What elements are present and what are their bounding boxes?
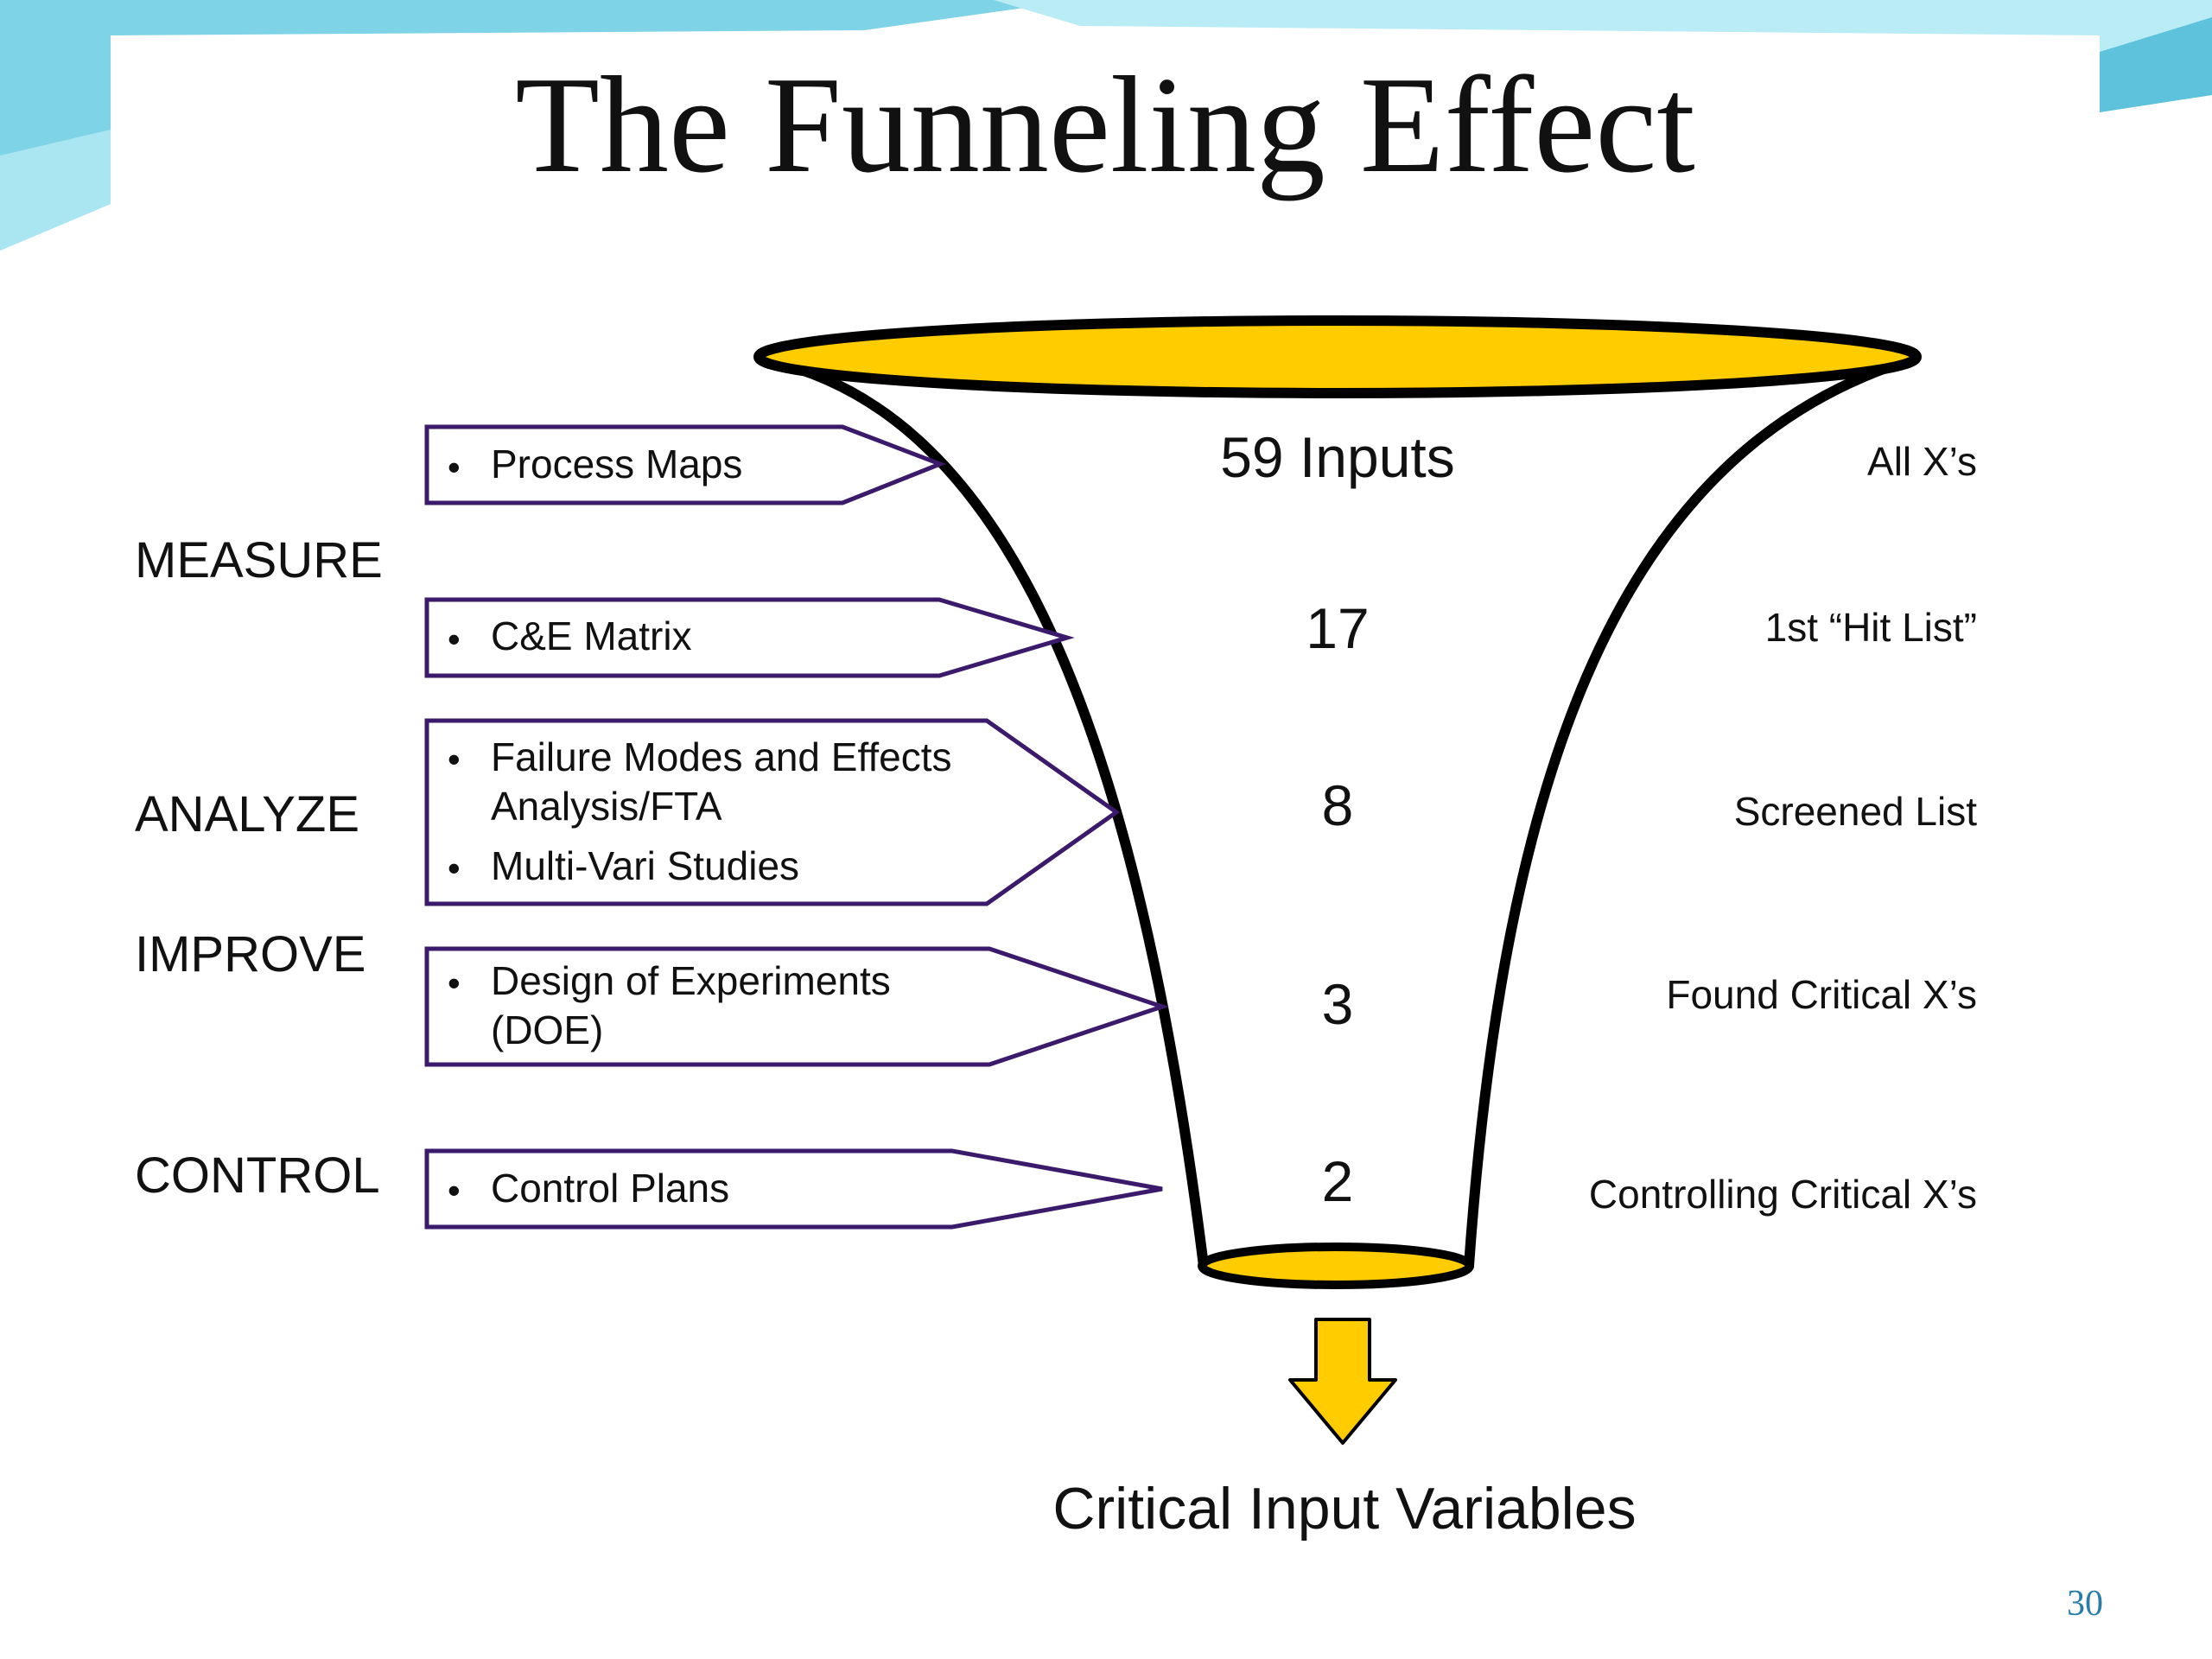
tool-text: Process Maps: [491, 442, 742, 486]
tool-text: Multi-Vari Studies: [491, 843, 799, 888]
title-band: [111, 35, 2100, 204]
bullet: •: [448, 619, 461, 659]
tool-arrow-box: [424, 946, 1169, 1067]
top-right-wave: [994, 0, 2212, 112]
tool-text: Failure Modes and Effects: [491, 734, 952, 779]
phase-label: IMPROVE: [135, 926, 366, 982]
tool-text: Analysis/FTA: [491, 784, 722, 829]
stage-label: Controlling Critical X’s: [1589, 1172, 1977, 1217]
funnel-top-rim: [753, 315, 1922, 398]
top-right-wave-dark: [2100, 17, 2212, 112]
stage-label: All X’s: [1867, 439, 1977, 484]
tool-text: C&E Matrix: [491, 613, 692, 658]
slide-number: 30: [2067, 1584, 2103, 1624]
top-left-wave-light: [0, 130, 111, 251]
funnel-count: 59 Inputs: [1220, 425, 1455, 489]
tool-text: Design of Experiments: [491, 958, 891, 1003]
tool-arrow-box: [424, 1148, 1163, 1230]
funnel-count: 2: [1322, 1149, 1354, 1213]
tool-arrow-box: [424, 597, 1075, 678]
tool-arrow-box: [424, 424, 946, 505]
tool-text: Control Plans: [491, 1166, 729, 1211]
phase-label: MEASURE: [135, 532, 383, 588]
funnel-count: 3: [1322, 972, 1354, 1036]
tool-text: (DOE): [491, 1007, 603, 1052]
phase-label: ANALYZE: [135, 786, 359, 842]
tool-arrow-box: [424, 718, 1121, 906]
down-arrow-icon: [1288, 1318, 1397, 1445]
stage-label: Screened List: [1734, 789, 1977, 834]
stage-label: Found Critical X’s: [1666, 972, 1977, 1017]
funnel-count: 8: [1322, 773, 1354, 837]
funnel-bottom-rim: [1198, 1243, 1474, 1289]
phase-label: CONTROL: [135, 1147, 380, 1204]
bullet: •: [448, 1170, 461, 1211]
bullet: •: [448, 447, 461, 487]
bullet: •: [448, 963, 461, 1003]
stage-label: 1st “Hit List”: [1765, 605, 1977, 650]
funnel-count: 17: [1306, 596, 1369, 660]
slide-title: The Funneling Effect: [515, 48, 1695, 201]
output-label: Critical Input Variables: [1052, 1476, 1636, 1541]
bullet: •: [448, 739, 461, 779]
top-left-wave: [0, 0, 1080, 251]
bullet: •: [448, 848, 461, 888]
